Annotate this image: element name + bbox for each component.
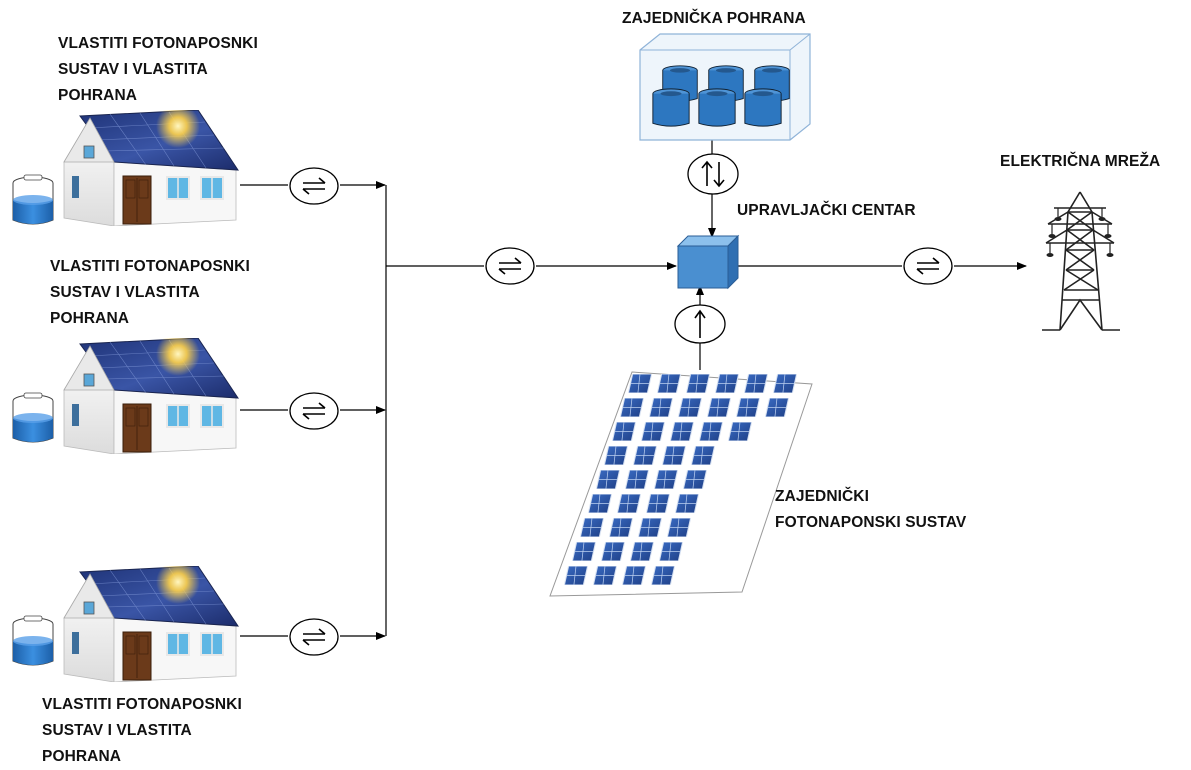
- house-2: [12, 338, 239, 454]
- solar-panel-icon: [686, 374, 710, 393]
- solar-panel-icon: [628, 374, 652, 393]
- solar-panel-icon: [715, 374, 739, 393]
- control-center-label: UPRAVLJAČKI CENTAR: [737, 202, 916, 219]
- house-2-label: VLASTITI FOTONAPOSNKI SUSTAV I VLASTITA …: [50, 254, 250, 332]
- connection-lines: [240, 140, 1027, 640]
- solar-panel-icon: [736, 398, 760, 417]
- solar-panel-icon: [651, 566, 675, 585]
- solar-panel-icon: [609, 518, 633, 537]
- storage-converter-icon: [687, 153, 739, 195]
- bidirectional-converter-icon: [903, 247, 953, 285]
- solar-panel-icon: [657, 374, 681, 393]
- solar-panel-icon: [596, 470, 620, 489]
- solar-panel-icon: [638, 518, 662, 537]
- house-3-label-line-3: POHRANA: [42, 748, 122, 765]
- house-3-label-line-2: SUSTAV I VLASTITA: [42, 722, 192, 739]
- house-3-label: VLASTITI FOTONAPOSNKI SUSTAV I VLASTITA …: [42, 692, 242, 770]
- solar-panel-icon: [588, 494, 612, 513]
- solar-panel-icon: [625, 470, 649, 489]
- solar-panel-icon: [678, 398, 702, 417]
- house-1-label: VLASTITI FOTONAPOSNKI SUSTAV I VLASTITA …: [58, 31, 258, 109]
- solar-panel-icon: [728, 422, 752, 441]
- solar-panel-icon: [564, 566, 588, 585]
- bidirectional-converter-icon: [289, 618, 339, 656]
- pv-converter-icon: [674, 304, 726, 344]
- bidirectional-converter-icon: [289, 392, 339, 430]
- battery-icon: [12, 392, 54, 443]
- house-icon: [63, 338, 239, 454]
- house-icon: [63, 110, 239, 226]
- solar-panel-icon: [620, 398, 644, 417]
- solar-panel-icon: [691, 446, 715, 465]
- solar-panel-icon: [633, 446, 657, 465]
- shared-storage-label: ZAJEDNIČKA POHRANA: [622, 10, 806, 27]
- solar-panel-icon: [601, 542, 625, 561]
- solar-panel-icon: [773, 374, 797, 393]
- solar-panel-icon: [667, 518, 691, 537]
- house-1: [12, 110, 239, 226]
- solar-panel-icon: [765, 398, 789, 417]
- shared-pv-label-line-1: ZAJEDNIČKI: [775, 488, 870, 505]
- solar-panel-icon: [646, 494, 670, 513]
- house-2-label-line-2: SUSTAV I VLASTITA: [50, 284, 200, 301]
- shared-storage-icon: [639, 33, 811, 141]
- house-3: [12, 566, 239, 682]
- solar-panel-icon: [649, 398, 673, 417]
- control-cube-icon: [676, 234, 740, 290]
- house-1-label-line-1: VLASTITI FOTONAPOSNKI: [58, 35, 258, 52]
- house-icon: [63, 566, 239, 682]
- solar-panel-icon: [659, 542, 683, 561]
- house-1-label-line-3: POHRANA: [58, 87, 138, 104]
- shared-pv-field: [549, 371, 813, 597]
- solar-panel-icon: [612, 422, 636, 441]
- bidirectional-converter-icon: [485, 247, 535, 285]
- battery-icon: [12, 174, 54, 225]
- solar-panel-icon: [617, 494, 641, 513]
- bidirectional-converter-icon: [289, 167, 339, 205]
- grid-label: ELEKTRIČNA MREŽA: [1000, 153, 1161, 170]
- transmission-tower-icon: [1042, 191, 1120, 331]
- solar-panel-icon: [630, 542, 654, 561]
- solar-panel-icon: [707, 398, 731, 417]
- solar-panel-icon: [604, 446, 628, 465]
- shared-pv-label-line-2: FOTONAPONSKI SUSTAV: [775, 514, 967, 531]
- solar-panel-icon: [622, 566, 646, 585]
- solar-panel-icon: [572, 542, 596, 561]
- house-3-label-line-1: VLASTITI FOTONAPOSNKI: [42, 696, 242, 713]
- solar-panel-icon: [654, 470, 678, 489]
- solar-panel-icon: [580, 518, 604, 537]
- battery-icon: [12, 615, 54, 666]
- house-2-label-line-3: POHRANA: [50, 310, 130, 327]
- solar-panel-icon: [683, 470, 707, 489]
- shared-pv-label: ZAJEDNIČKI FOTONAPONSKI SUSTAV: [775, 484, 966, 536]
- house-1-label-line-2: SUSTAV I VLASTITA: [58, 61, 208, 78]
- solar-panel-icon: [675, 494, 699, 513]
- solar-panel-icon: [699, 422, 723, 441]
- solar-panel-icon: [670, 422, 694, 441]
- house-2-label-line-1: VLASTITI FOTONAPOSNKI: [50, 258, 250, 275]
- solar-panel-icon: [662, 446, 686, 465]
- solar-panel-icon: [641, 422, 665, 441]
- solar-panel-icon: [744, 374, 768, 393]
- solar-panel-icon: [593, 566, 617, 585]
